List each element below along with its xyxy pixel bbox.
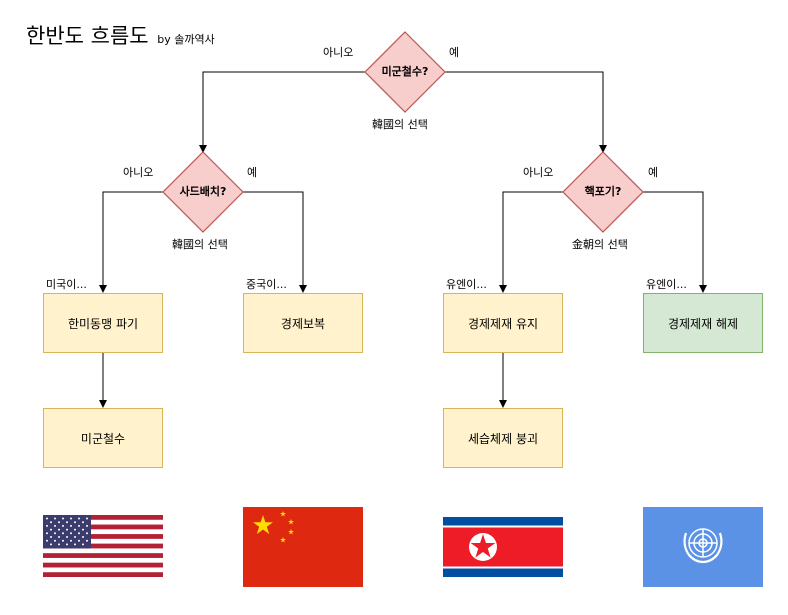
- decision-root-diamond: [364, 31, 446, 113]
- outcome-box-regime-collapse: 세습체제 붕괴: [443, 408, 563, 468]
- decision-left-yes-label: 예: [247, 166, 258, 179]
- outcome-troop-withdrawal-label: 미군철수: [80, 431, 126, 446]
- decision-right-no-label: 아니오: [523, 166, 554, 179]
- un-flag: [643, 507, 763, 587]
- decision-root-yes-label: 예: [449, 46, 460, 59]
- decision-left-caption: 韓國의 선택: [172, 238, 228, 251]
- edge-right-no: [499, 191, 563, 293]
- decision-right-diamond: [562, 151, 644, 233]
- decision-root-no-label: 아니오: [323, 46, 354, 59]
- subtitle-text: by 솔까역사: [157, 33, 215, 46]
- usa-flag: [43, 515, 163, 577]
- north-korea-flag: [443, 517, 563, 577]
- edge-right-yes: [643, 191, 707, 293]
- edge-label-usa: 미국이...: [46, 278, 87, 291]
- outcome-economic-retaliation-label: 경제보복: [280, 316, 326, 331]
- outcome-box-sanctions-keep: 경제제재 유지: [443, 293, 563, 353]
- china-flag: [243, 507, 363, 587]
- title-text: 한반도 흐름도: [26, 24, 149, 48]
- decision-left-diamond: [162, 151, 244, 233]
- decision-left-no-label: 아니오: [123, 166, 154, 179]
- edge-left-no: [99, 191, 163, 293]
- decision-root-caption: 韓國의 선택: [372, 118, 428, 131]
- decision-root-question: 미군철수?: [381, 65, 429, 78]
- outcome-box-economic-retaliation: 경제보복: [243, 293, 363, 353]
- outcome-box-alliance-break: 한미동맹 파기: [43, 293, 163, 353]
- decision-right-question: 핵포기?: [584, 185, 622, 198]
- outcome-box-troop-withdrawal: 미군철수: [43, 408, 163, 468]
- edge-root-no: [199, 71, 365, 153]
- outcome-box-sanctions-lift: 경제제재 해제: [643, 293, 763, 353]
- decision-right-yes-label: 예: [648, 166, 659, 179]
- page-title: 한반도 흐름도 by 솔까역사: [26, 20, 215, 50]
- decision-left-question: 사드배치?: [179, 185, 227, 198]
- outcome-sanctions-keep-label: 경제제재 유지: [467, 316, 539, 331]
- edge-label-china: 중국이...: [246, 278, 287, 291]
- edge-left-yes: [243, 191, 307, 293]
- outcome-sanctions-lift-label: 경제제재 해제: [667, 316, 739, 331]
- edge-label-un-keep: 유엔이...: [446, 278, 487, 291]
- edge-label-un-lift: 유엔이...: [646, 278, 687, 291]
- edge-root-yes: [445, 71, 607, 153]
- decision-right-caption: 金朝의 선택: [572, 238, 628, 251]
- outcome-regime-collapse-label: 세습체제 붕괴: [467, 431, 539, 446]
- outcome-alliance-break-label: 한미동맹 파기: [67, 316, 139, 331]
